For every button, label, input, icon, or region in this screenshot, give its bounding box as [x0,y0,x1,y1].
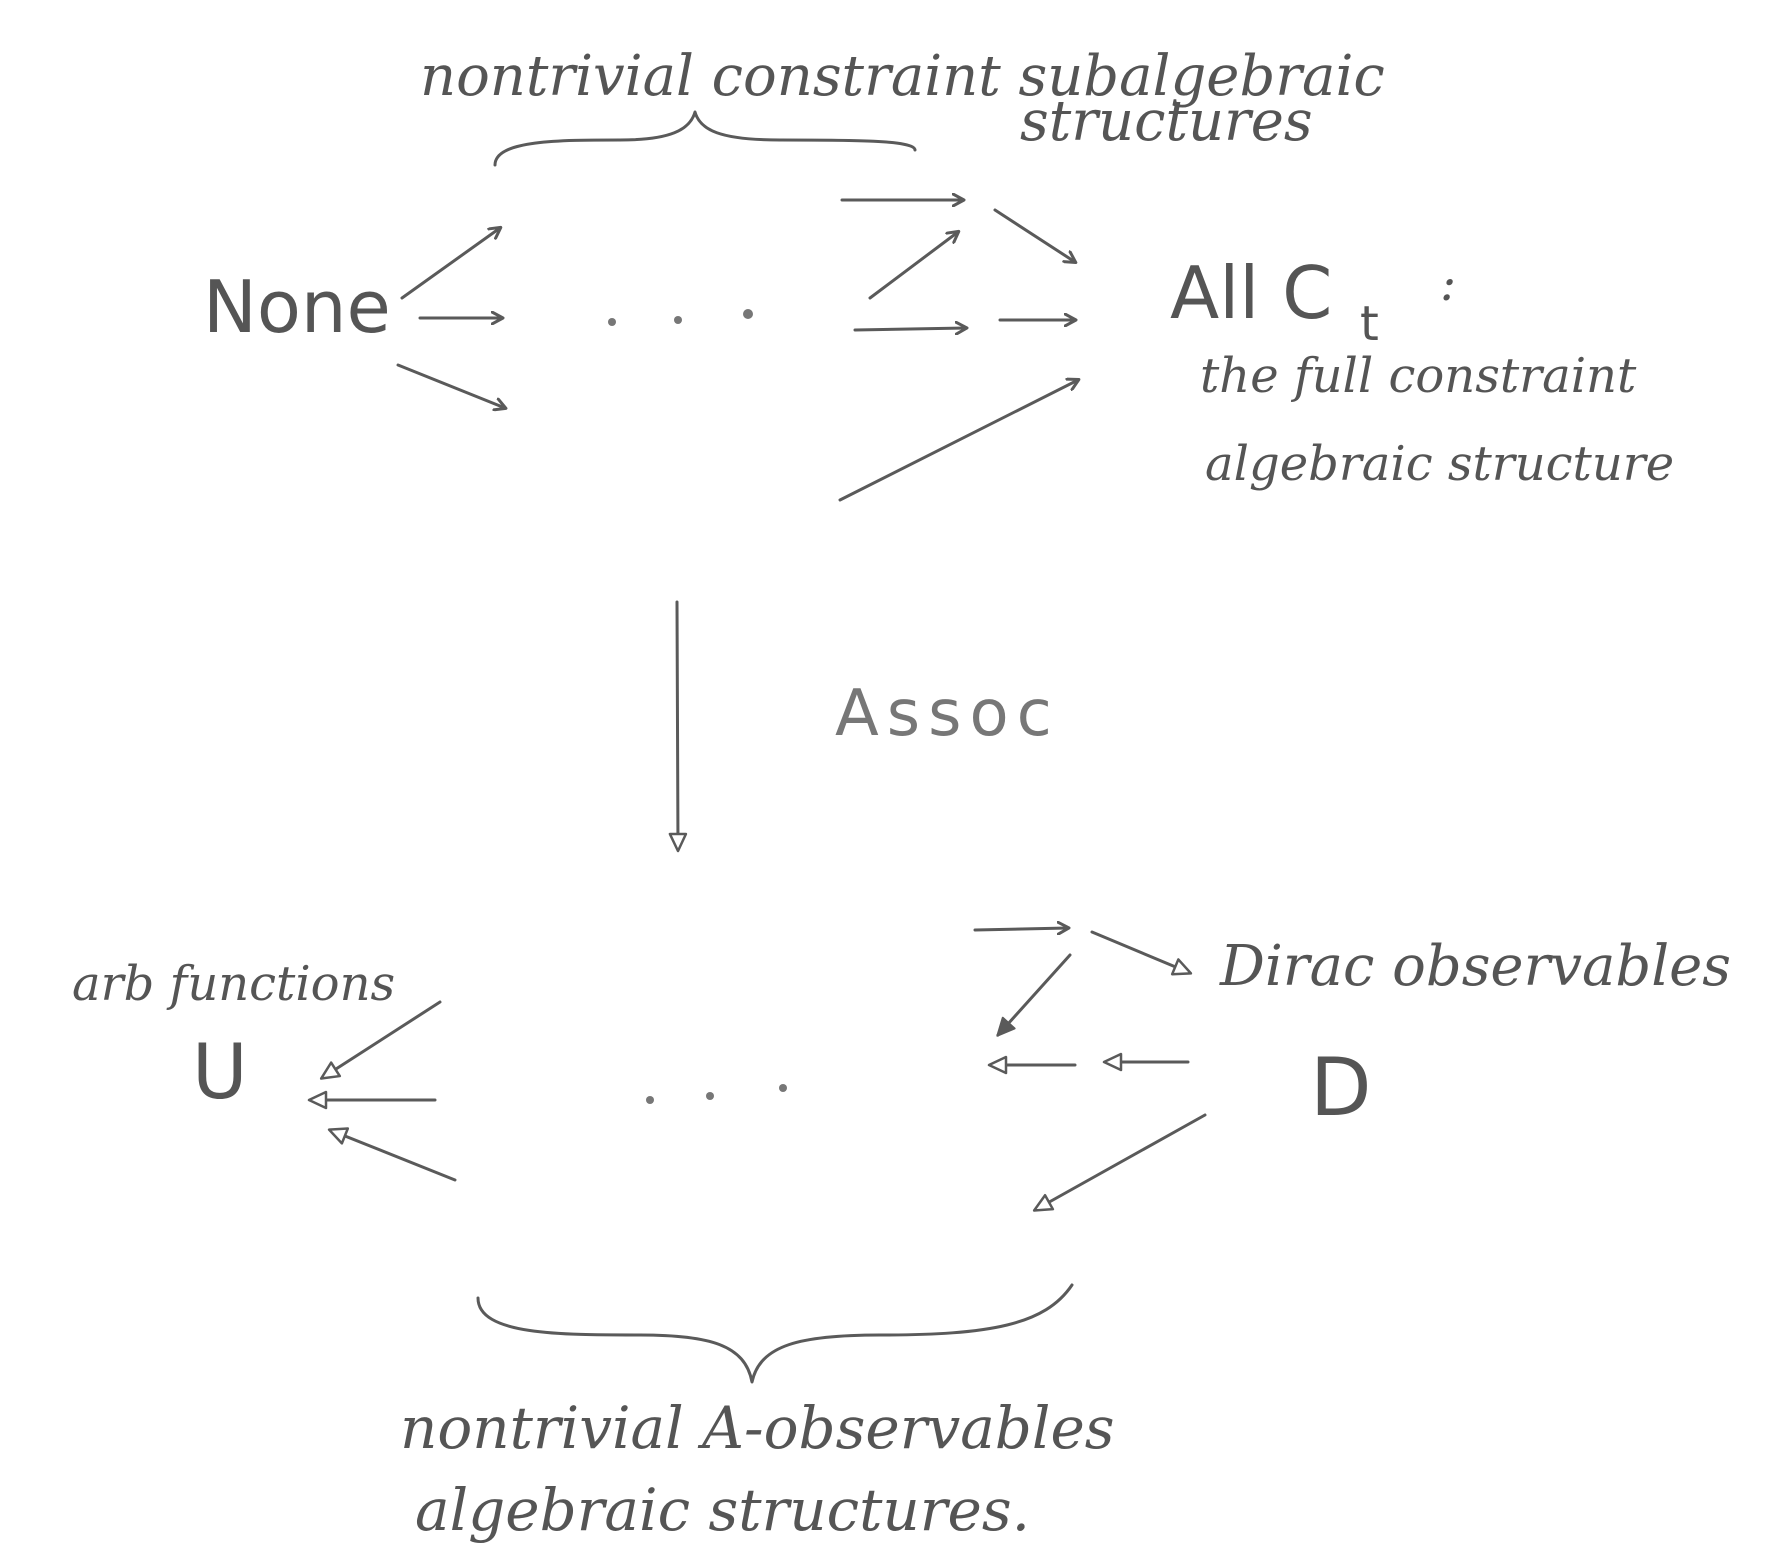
assoc-arrow [668,600,688,853]
bottom-brace-label-line2: algebraic structures. [415,1476,1030,1544]
arrow-to-u-1 [319,1000,442,1080]
d-label: D [1310,1041,1372,1134]
arrow-bottom-2 [1090,930,1193,976]
u-label: U [192,1027,248,1116]
top-brace-label-line1: nontrivial constraint subalgebraic [420,44,1385,109]
ellipsis-dot [608,318,616,326]
arrow-to-u-3 [327,1127,457,1182]
arrow-none-down [396,363,505,408]
arb-functions-label: arb functions [72,956,395,1012]
arrow-bottom-1 [973,928,1068,930]
ellipsis-dot [674,316,682,324]
bottom-brace-label-line1: nontrivial A-observables [400,1394,1115,1462]
arrow-top-6 [838,380,1078,502]
all-c-colon: : [1440,256,1456,312]
arrow-top-4 [853,328,966,330]
ellipsis-dot [646,1096,654,1104]
top-brace-label-line2: structures [1020,89,1313,154]
full-constraint-line2: algebraic structure [1205,436,1674,492]
all-c-subscript: t [1360,296,1379,352]
none-label: None [203,265,391,349]
assoc-label: Assoc [835,677,1060,751]
ellipsis-dot [706,1092,714,1100]
full-constraint-line1: the full constraint [1200,348,1637,404]
ellipsis-dot [779,1084,787,1092]
top-brace [493,110,917,167]
arrow-bottom-6 [1032,1113,1207,1212]
arrow-top-3 [868,232,958,300]
all-c-label: All C [1170,251,1332,335]
bottom-brace [476,1283,1074,1384]
dirac-label: Dirac observables [1219,934,1731,999]
arrow-bottom-3 [996,953,1072,1037]
arrow-top-2 [993,208,1075,262]
ellipsis-dot [743,309,753,319]
arrow-none-up [400,228,500,300]
